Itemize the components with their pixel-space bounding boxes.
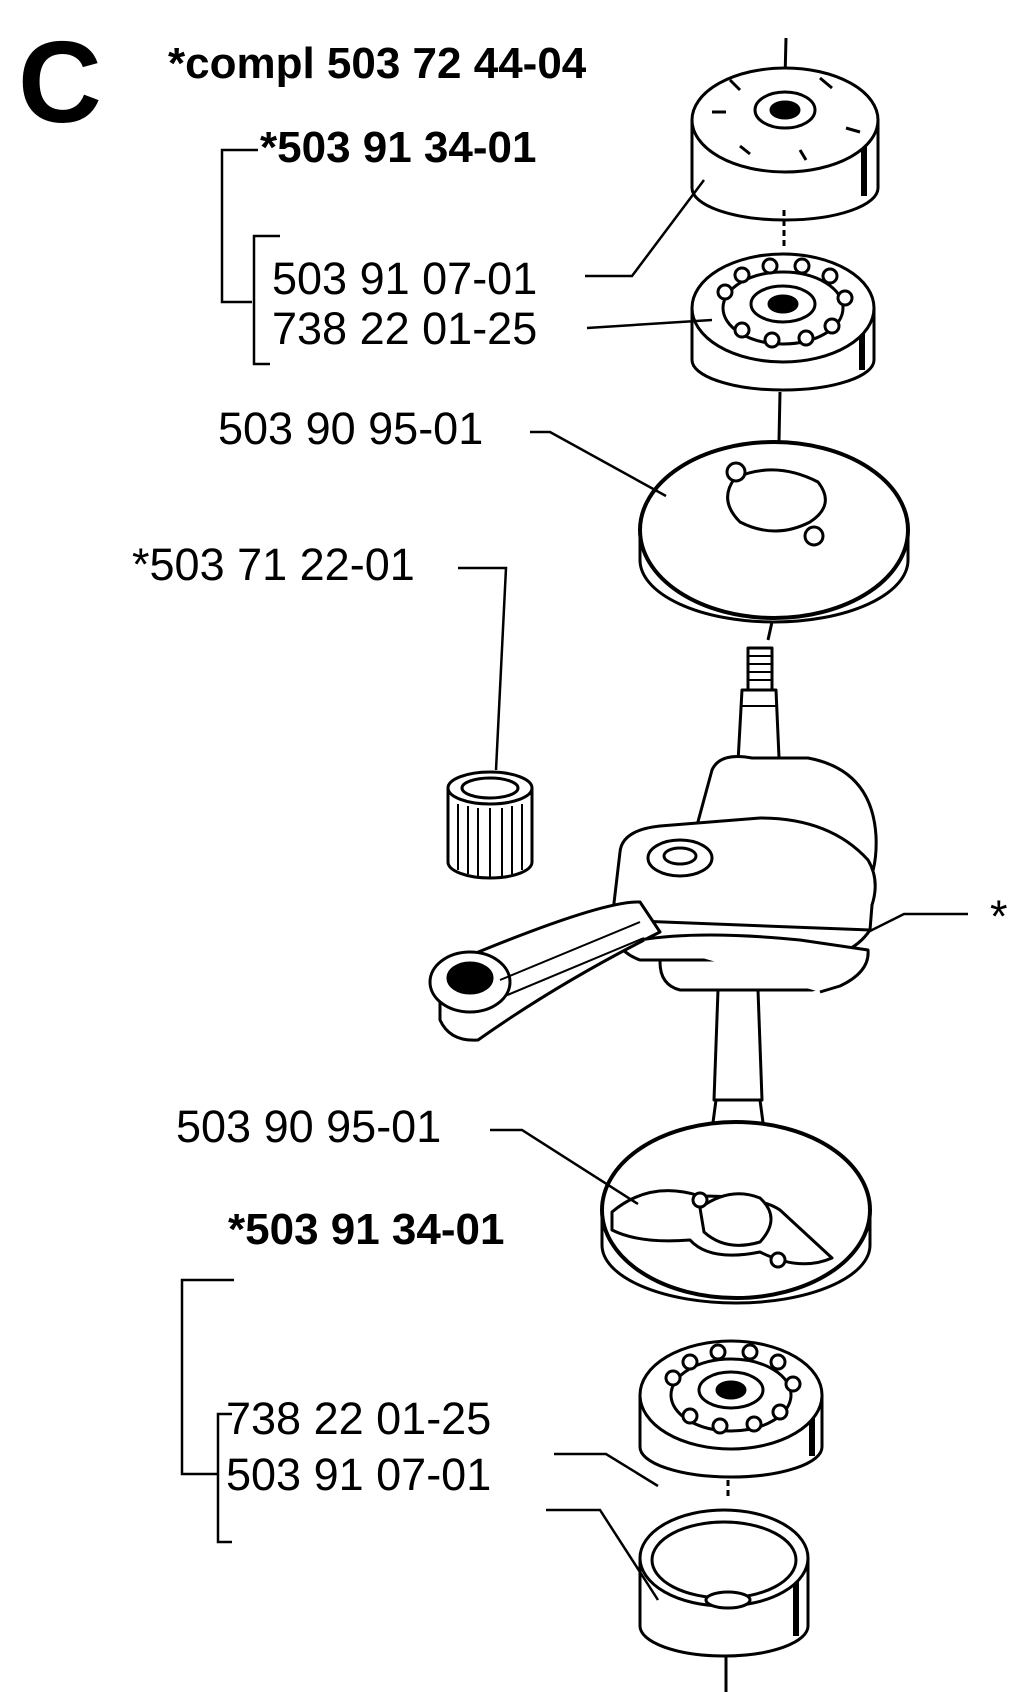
needle-bearing-part	[446, 770, 534, 880]
complete-assembly-label: *compl 503 72 44-04	[168, 39, 587, 88]
lower-seal-label: 503 91 07-01	[226, 1449, 492, 1500]
lower-kit-label: *503 91 34-01	[228, 1205, 505, 1254]
lower-washer-part	[600, 1120, 872, 1305]
leader-lines	[180, 148, 968, 1601]
upper-seal-part	[690, 66, 880, 222]
upper-bearing-label: 738 22 01-25	[272, 303, 538, 354]
lower-bearing-label: 738 22 01-25	[226, 1393, 492, 1444]
upper-kit-label: *503 91 34-01	[260, 123, 537, 172]
upper-bearing-part	[690, 252, 876, 392]
upper-washer-part	[638, 440, 910, 624]
section-letter: C	[18, 17, 102, 147]
needle-bearing-label: *503 71 22-01	[132, 539, 415, 590]
lower-seal-part	[638, 1508, 810, 1658]
axis-line-3	[766, 621, 774, 641]
upper-seal-label: 503 91 07-01	[272, 253, 538, 304]
lower-washer-label: 503 90 95-01	[176, 1101, 442, 1152]
crankshaft-asterisk-label: *	[990, 891, 1008, 942]
upper-washer-label: 503 90 95-01	[218, 403, 484, 454]
crankshaft-part	[428, 646, 878, 1192]
lower-bearing-part	[638, 1339, 824, 1479]
